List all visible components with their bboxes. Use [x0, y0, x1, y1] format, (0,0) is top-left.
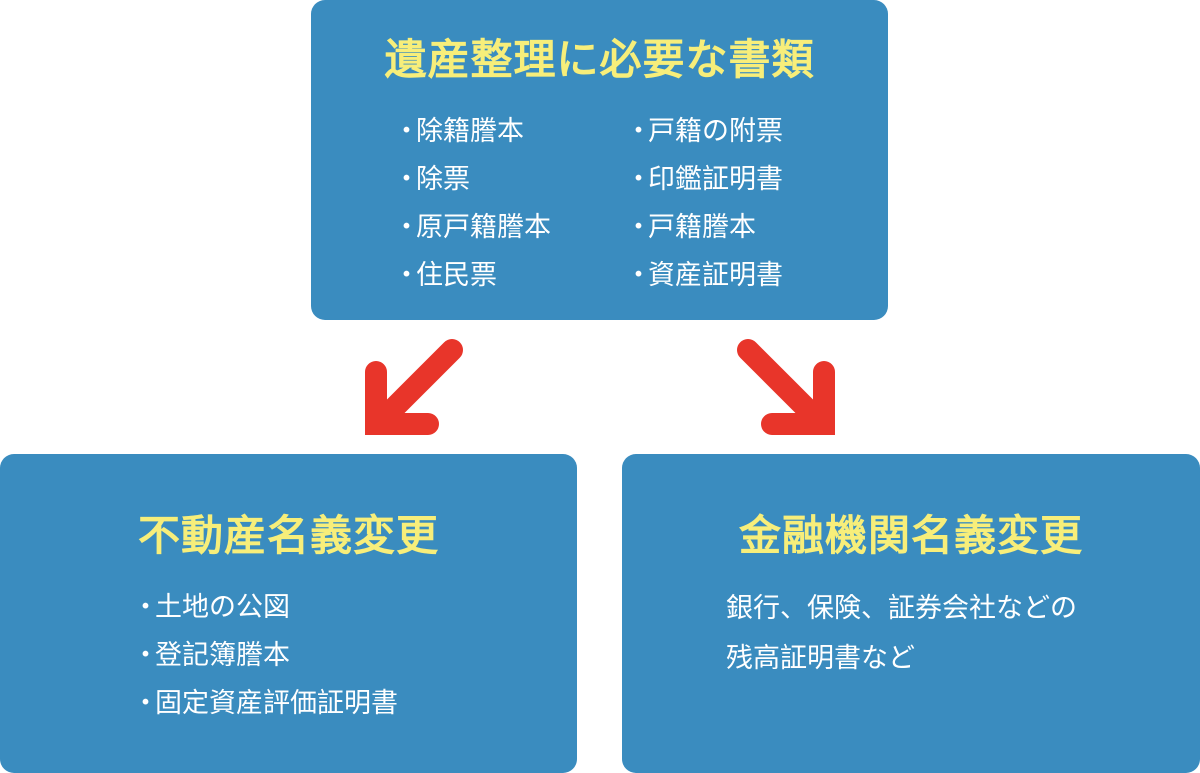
list-item: 戸籍謄本	[625, 204, 783, 252]
real-estate-transfer-box: 不動産名義変更 土地の公図 登記簿謄本 固定資産評価証明書	[0, 454, 577, 773]
list-item: 戸籍の附票	[625, 108, 783, 156]
financial-institution-description: 銀行、保険、証券会社などの 残高証明書など	[726, 584, 1077, 684]
list-item: 土地の公図	[132, 584, 398, 632]
list-item: 固定資産評価証明書	[132, 680, 398, 728]
required-documents-title: 遺産整理に必要な書類	[384, 35, 815, 84]
list-item: 除籍謄本	[393, 108, 551, 156]
description-line: 残高証明書など	[726, 643, 915, 674]
list-item: 資産証明書	[625, 252, 783, 300]
list-item: 登記簿謄本	[132, 632, 398, 680]
real-estate-documents-list: 土地の公図 登記簿謄本 固定資産評価証明書	[132, 584, 398, 728]
financial-institution-transfer-title: 金融機関名義変更	[738, 511, 1083, 560]
financial-institution-transfer-box: 金融機関名義変更 銀行、保険、証券会社などの 残高証明書など	[622, 454, 1200, 773]
arrow-down-right-icon	[737, 339, 835, 435]
list-item: 原戸籍謄本	[393, 204, 551, 252]
real-estate-transfer-title: 不動産名義変更	[137, 511, 439, 560]
description-line: 銀行、保険、証券会社などの	[726, 593, 1077, 624]
list-item: 除票	[393, 156, 551, 204]
required-documents-right-list: 戸籍の附票 印鑑証明書 戸籍謄本 資産証明書	[625, 108, 783, 300]
list-item: 印鑑証明書	[625, 156, 783, 204]
arrow-down-left-icon	[365, 339, 463, 435]
required-documents-left-list: 除籍謄本 除票 原戸籍謄本 住民票	[393, 108, 551, 300]
required-documents-box: 遺産整理に必要な書類 除籍謄本 除票 原戸籍謄本 住民票 戸籍の附票 印鑑証明書…	[311, 0, 888, 320]
list-item: 住民票	[393, 252, 551, 300]
